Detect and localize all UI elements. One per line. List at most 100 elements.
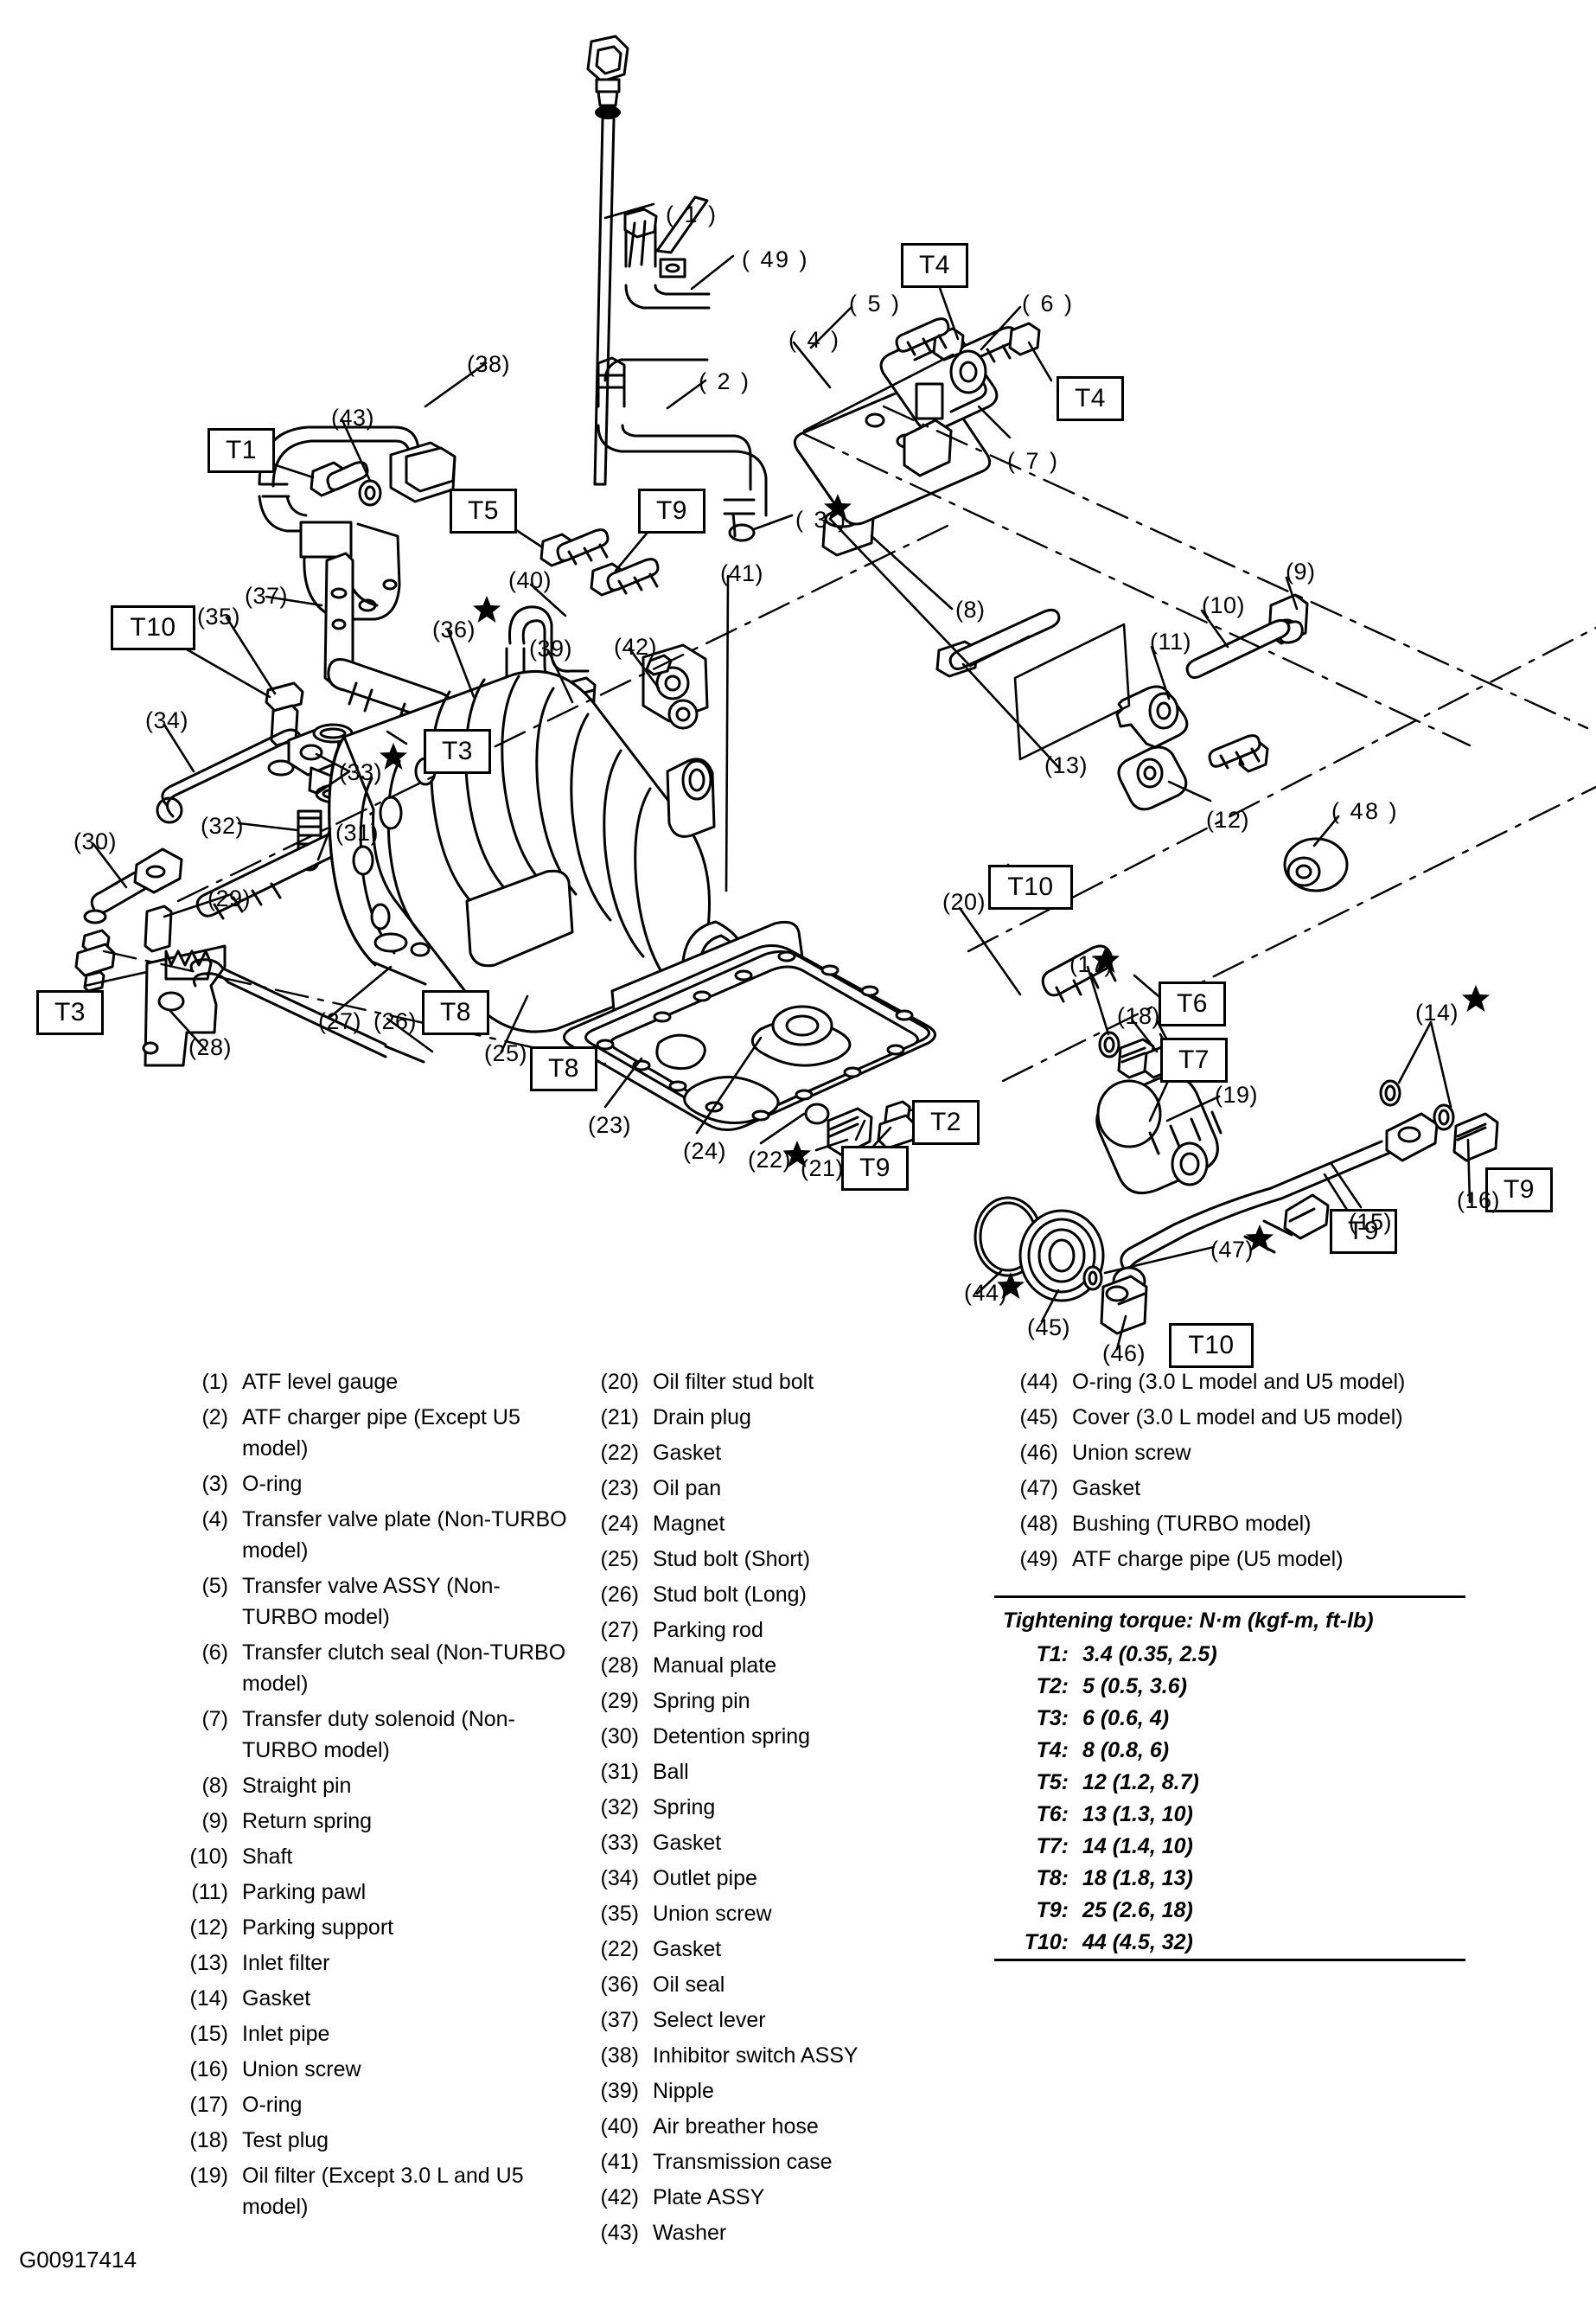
callout-number-45: (45) xyxy=(1027,1314,1071,1340)
atf-charger-pipe-2-part xyxy=(596,356,768,542)
part-name: Detention spring xyxy=(653,1724,811,1749)
star-mark-icon-0 xyxy=(823,493,852,522)
parts-list-row: (11)Parking pawl xyxy=(164,1877,571,1908)
bushing-part xyxy=(1283,837,1349,892)
part-name: Gasket xyxy=(653,1441,722,1465)
part-name: Stud bolt (Short) xyxy=(653,1547,811,1571)
part-number: (12) xyxy=(189,1915,228,1940)
part-number: (8) xyxy=(201,1774,228,1798)
part-name: Straight pin xyxy=(242,1774,352,1798)
parts-list-row: (27)Parking rod xyxy=(575,1614,973,1646)
guide-frames xyxy=(802,353,1131,761)
part-name: Cover (3.0 L model and U5 model) xyxy=(1072,1405,1403,1429)
torque-label: T6: xyxy=(1036,1802,1069,1826)
parts-list-row: (10)Shaft xyxy=(164,1841,571,1872)
callout-number-48: ( 48 ) xyxy=(1331,798,1400,824)
torque-label: T7: xyxy=(1036,1834,1069,1858)
part-number: (49) xyxy=(1019,1547,1058,1571)
part-name: Select lever xyxy=(653,2008,766,2032)
torque-value: 44 (4.5, 32) xyxy=(1082,1930,1193,1954)
torque-table-title: Tightening torque: N·m (kgf-m, ft-lb) xyxy=(1003,1608,1374,1633)
manual-plate-part xyxy=(142,944,227,1067)
part-number: (32) xyxy=(600,1795,639,1819)
torque-tag-t7-15: T7 xyxy=(1160,1038,1228,1083)
star-mark-icon-2 xyxy=(379,742,408,771)
part-number: (40) xyxy=(600,2114,639,2139)
spring-pin-part xyxy=(144,905,173,953)
callout-number-10: (10) xyxy=(1202,592,1246,618)
part-number: (39) xyxy=(600,2079,639,2103)
parts-list-row: (15) Inlet pipe xyxy=(164,2018,571,2049)
part-name: Union screw xyxy=(242,2057,361,2081)
torque-row: T10:44 (4.5, 32) xyxy=(994,1927,1465,1959)
callout-number-26: (26) xyxy=(373,1008,418,1034)
torque-label: T9: xyxy=(1036,1898,1069,1922)
callout-number-16: (16) xyxy=(1457,1187,1501,1213)
part-number: (36) xyxy=(600,1973,639,1997)
part-name: Parking pawl xyxy=(242,1880,367,1904)
part-name: Spring xyxy=(653,1795,716,1819)
part-name: Bushing (TURBO model) xyxy=(1072,1512,1312,1536)
part-name: Test plug xyxy=(242,2128,329,2152)
part-number: (41) xyxy=(600,2150,639,2174)
callout-number-9: (9) xyxy=(1286,559,1316,585)
torque-table-bottom-rule xyxy=(994,1959,1465,1961)
callout-number-32: (32) xyxy=(201,813,245,839)
part-name: Inlet pipe xyxy=(242,2022,330,2046)
leader-lines xyxy=(83,202,1472,1351)
union-screw-35-part xyxy=(265,681,304,777)
callout-number-37: (37) xyxy=(245,583,289,609)
parts-list-row: (37)Select lever xyxy=(575,2004,973,2036)
part-name: Parking support xyxy=(242,1915,394,1940)
part-name: Transfer valve ASSY (Non-TURBO model) xyxy=(242,1574,501,1629)
part-number: (44) xyxy=(1019,1370,1058,1394)
part-name: Return spring xyxy=(242,1809,373,1833)
parts-column-3: (44)O-ring (3.0 L model and U5 model)(45… xyxy=(994,1366,1478,1579)
torque-row: T6:13 (1.3, 10) xyxy=(994,1799,1465,1831)
part-name: Plate ASSY xyxy=(653,2185,765,2209)
torque-row: T2:5 (0.5, 3.6) xyxy=(994,1671,1465,1703)
atf-charge-pipe-part xyxy=(603,195,711,382)
part-name: Outlet pipe xyxy=(653,1866,757,1890)
parts-list-row: (14)Gasket xyxy=(164,1983,571,2014)
part-number: (38) xyxy=(600,2043,639,2068)
callout-number-28: (28) xyxy=(188,1034,233,1060)
part-number: (29) xyxy=(600,1689,639,1713)
parts-list-row: (1)ATF level gauge xyxy=(164,1366,571,1397)
star-mark-icon-3 xyxy=(1091,945,1120,975)
parts-list-row: (46)Union screw xyxy=(994,1437,1478,1468)
parts-list-row: (40)Air breather hose xyxy=(575,2111,973,2142)
diagram-linework xyxy=(74,35,1596,1351)
callout-number-14: (14) xyxy=(1415,1000,1459,1026)
parts-list-row: (42)Plate ASSY xyxy=(575,2182,973,2213)
torque-label: T3: xyxy=(1036,1706,1069,1730)
parts-list-row: (20)Oil filter stud bolt xyxy=(575,1366,973,1397)
callout-number-22: (22) xyxy=(748,1147,792,1173)
callout-number-7: ( 7 ) xyxy=(1007,448,1060,474)
part-name: Drain plug xyxy=(653,1405,751,1429)
parts-list-row: (9)Return spring xyxy=(164,1806,571,1837)
part-number: (16) xyxy=(189,2057,228,2081)
parts-list-row: (44)O-ring (3.0 L model and U5 model) xyxy=(994,1366,1478,1397)
parts-column-2: (20)Oil filter stud bolt(21)Drain plug(2… xyxy=(575,1366,973,2253)
parts-list-row: (34)Outlet pipe xyxy=(575,1863,973,1894)
parts-list-row: (28)Manual plate xyxy=(575,1650,973,1681)
part-number: (1) xyxy=(201,1370,228,1394)
part-number: (15) xyxy=(189,2022,228,2046)
part-number: (5) xyxy=(201,1574,228,1598)
parts-list-row: (48)Bushing (TURBO model) xyxy=(994,1508,1478,1539)
torque-tag-t10-5: T10 xyxy=(111,605,195,650)
gasket-union-screw-part xyxy=(1379,1079,1499,1162)
tightening-torque-table: Tightening torque: N·m (kgf-m, ft-lb) T1… xyxy=(994,1595,1465,1961)
parts-list-row: (13)Inlet filter xyxy=(164,1947,571,1979)
part-number: (26) xyxy=(600,1582,639,1607)
part-name: Gasket xyxy=(653,1831,722,1855)
part-name: O-ring xyxy=(242,1472,303,1496)
torque-tag-t3-7: T3 xyxy=(36,990,104,1035)
parts-list-row: (25)Stud bolt (Short) xyxy=(575,1544,973,1575)
star-mark-icon-6 xyxy=(1245,1224,1274,1253)
part-name: Inhibitor switch ASSY xyxy=(653,2043,859,2068)
torque-value: 6 (0.6, 4) xyxy=(1082,1706,1170,1730)
callout-number-34: (34) xyxy=(145,707,189,733)
